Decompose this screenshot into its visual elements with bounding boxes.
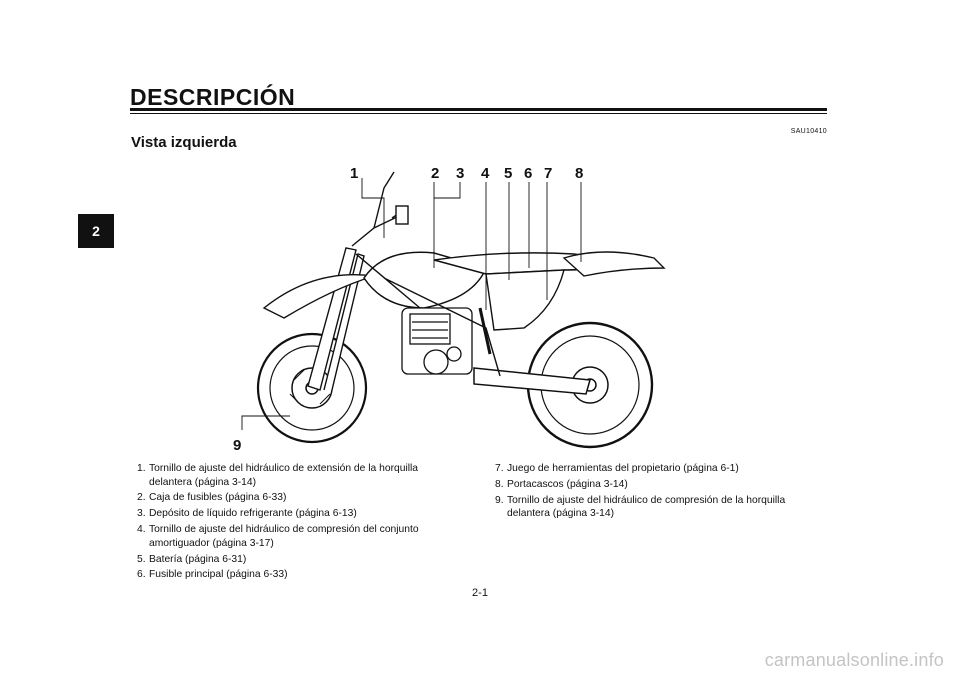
legend-item: 1.Tornillo de ajuste del hidráulico de e… (137, 462, 457, 489)
motorcycle-illustration: 1 2 3 4 5 6 7 8 9 (233, 165, 666, 454)
legend-item: 5.Batería (página 6-31) (137, 553, 457, 567)
legend-text: Tornillo de ajuste del hidráulico de ext… (149, 463, 419, 488)
section-title: DESCRIPCIÓN (130, 84, 296, 110)
chapter-tab[interactable]: 2 (78, 214, 114, 248)
legend-number: 3. (137, 508, 146, 520)
legend-item: 9.Tornillo de ajuste del hidráulico de c… (495, 494, 825, 521)
callout-2: 2 (431, 165, 439, 182)
handlebar (351, 171, 409, 247)
page-number: 2-1 (472, 587, 488, 599)
swingarm (473, 367, 591, 395)
callout-1: 1 (350, 165, 358, 182)
watermark: carmanualsonline.info (764, 650, 944, 670)
legend-item: 3.Depósito de líquido refrigerante (pági… (137, 507, 457, 521)
legend-text: Batería (página 6-31) (149, 553, 247, 565)
legend-number: 9. (495, 494, 504, 506)
legend-number: 5. (137, 553, 146, 565)
document-code: SAU10410 (790, 128, 827, 135)
callout-6: 6 (524, 165, 532, 182)
callout-3: 3 (456, 165, 464, 182)
legend-text: Tornillo de ajuste del hidráulico de com… (149, 524, 419, 549)
legend-text: Tornillo de ajuste del hidráulico de com… (507, 494, 786, 520)
legend-number: 8. (495, 478, 504, 490)
page-subtitle: Vista izquierda (131, 134, 237, 151)
legend-number: 6. (137, 569, 146, 581)
rear-fender (562, 251, 666, 277)
legend-item: 4.Tornillo de ajuste del hidráulico de c… (137, 523, 457, 550)
frame (355, 253, 501, 377)
legend-text: Juego de herramientas del propietario (p… (507, 463, 739, 474)
header-rule-thin (130, 113, 827, 114)
side-cover (485, 269, 565, 331)
engine (401, 307, 473, 375)
legend-item: 8.Portacascos (página 3-14) (495, 478, 825, 492)
header-rule (130, 108, 827, 111)
callout-8: 8 (575, 165, 583, 182)
legend-text: Depósito de líquido refrigerante (página… (149, 508, 357, 520)
callout-5: 5 (504, 165, 512, 182)
legend-item: 2.Caja de fusibles (página 6-33) (137, 491, 457, 505)
legend-right: 7.Juego de herramientas del propietario … (495, 462, 825, 523)
legend-number: 1. (137, 463, 146, 474)
callout-leaders (241, 178, 582, 430)
legend-text: Fusible principal (página 6-33) (149, 569, 288, 581)
legend-item: 7.Juego de herramientas del propietario … (495, 462, 825, 476)
legend-item: 6.Fusible principal (página 6-33) (137, 568, 457, 582)
legend-number: 4. (137, 524, 146, 536)
callout-9: 9 (233, 437, 241, 454)
front-fender (262, 273, 375, 319)
callout-7: 7 (544, 165, 552, 182)
legend-number: 7. (495, 463, 504, 474)
callout-4: 4 (481, 165, 490, 182)
legend-text: Portacascos (página 3-14) (507, 478, 628, 490)
legend-number: 2. (137, 492, 146, 504)
legend-left: 1.Tornillo de ajuste del hidráulico de e… (137, 462, 457, 584)
rear-shock (478, 307, 492, 355)
legend-text: Caja de fusibles (página 6-33) (149, 492, 287, 504)
front-fork (307, 247, 365, 391)
